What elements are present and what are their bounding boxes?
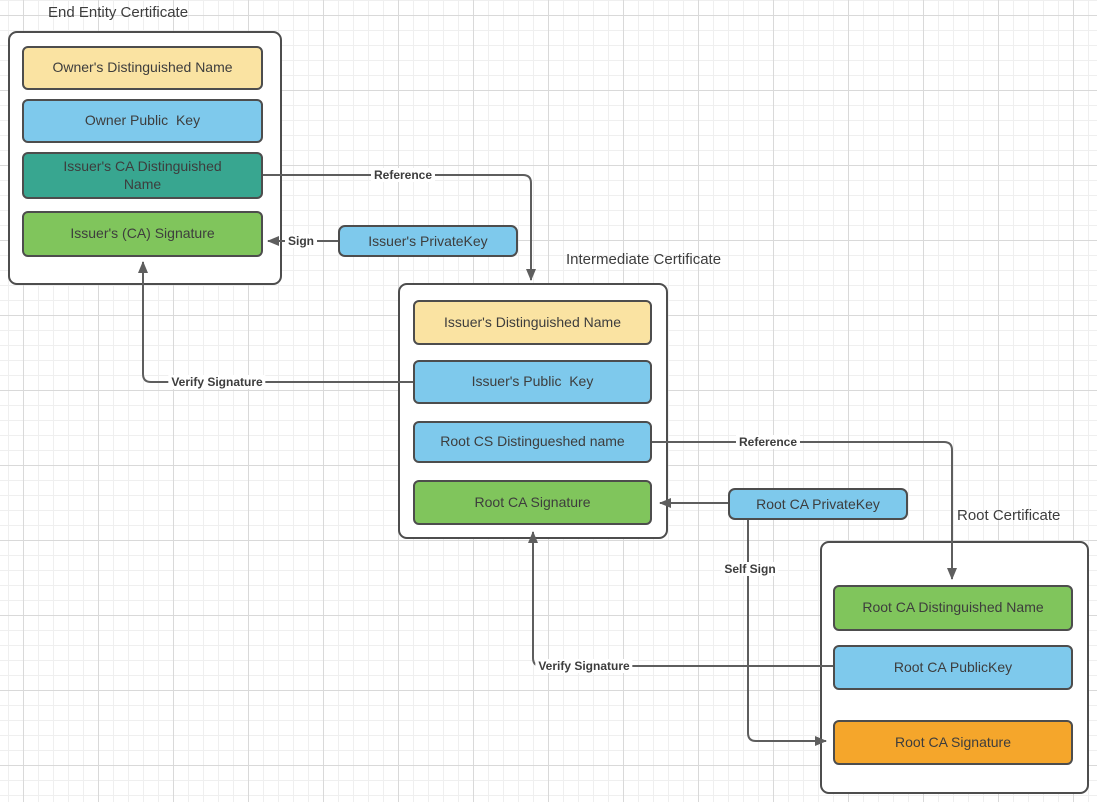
intermediate-certificate-title: Intermediate Certificate <box>566 251 722 268</box>
issuer-public-key-field[interactable]: Issuer's Public Key <box>413 360 652 404</box>
owner-distinguished-name-field[interactable]: Owner's Distinguished Name <box>22 46 263 90</box>
owner-public-key-field[interactable]: Owner Public Key <box>22 99 263 143</box>
self-sign-label: Self Sign <box>721 562 779 576</box>
verify-signature-label-2: Verify Signature <box>535 659 633 673</box>
root-ca-private-key-box[interactable]: Root CA PrivateKey <box>728 488 908 520</box>
issuer-ca-distinguished-name-field[interactable]: Issuer's CA Distinguished Name <box>22 152 263 199</box>
reference-label-2: Reference <box>735 435 801 449</box>
verify-signature-label-1: Verify Signature <box>168 375 266 389</box>
issuer-private-key-box[interactable]: Issuer's PrivateKey <box>338 225 518 257</box>
intermediate-root-ca-signature-field[interactable]: Root CA Signature <box>413 480 652 525</box>
sign-label: Sign <box>285 234 317 248</box>
root-ca-public-key-field[interactable]: Root CA PublicKey <box>833 645 1073 690</box>
root-cs-distinguished-name-field[interactable]: Root CS Distingueshed name <box>413 421 652 463</box>
root-ca-distinguished-name-field[interactable]: Root CA Distinguished Name <box>833 585 1073 631</box>
end-entity-certificate-title: End Entity Certificate <box>48 4 189 21</box>
root-ca-signature-field[interactable]: Root CA Signature <box>833 720 1073 765</box>
reference-label-1: Reference <box>370 168 436 182</box>
verify-signature-arrow-root-to-intermediate[interactable] <box>528 531 833 667</box>
issuer-ca-signature-field[interactable]: Issuer's (CA) Signature <box>22 211 263 257</box>
root-certificate-title: Root Certificate <box>957 507 1061 524</box>
self-sign-arrow[interactable] <box>747 520 827 746</box>
issuer-distinguished-name-field[interactable]: Issuer's Distinguished Name <box>413 300 652 345</box>
